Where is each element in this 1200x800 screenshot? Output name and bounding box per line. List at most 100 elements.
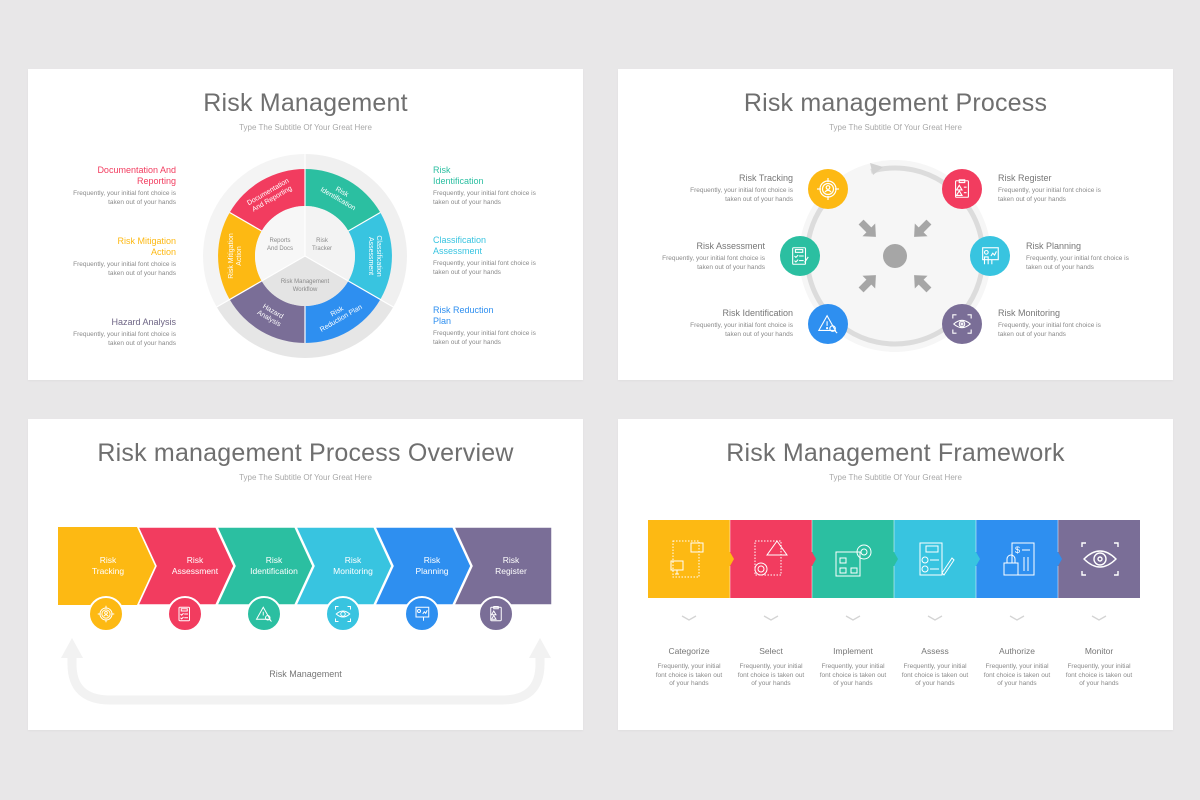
label-desc: Frequently, your initial font choice is: [73, 190, 176, 197]
framework-box-authorize: [976, 520, 1058, 598]
label-desc: taken out of your hands: [998, 330, 1066, 338]
target-person-icon: [97, 605, 115, 623]
label-title: Risk Identification: [722, 308, 793, 318]
framework-label-select: Select: [759, 646, 783, 656]
presentation-board-icon: [982, 247, 999, 265]
chevron-down-icon: [1091, 615, 1107, 621]
label-title: Risk Monitoring: [998, 308, 1061, 318]
chevron-risk-monitoring: [294, 527, 393, 606]
risk-identification-circle[interactable]: [808, 304, 848, 344]
framework-label-assess: Assess: [921, 646, 949, 656]
clipboard-warning-icon: [490, 606, 502, 622]
wheel-center-label: And Docs: [267, 246, 293, 252]
label-risk-tracking: Risk Tracking Frequently, your initial f…: [658, 173, 793, 204]
wheel-segment-label: Classification: [375, 235, 382, 276]
step-icon-risk-register[interactable]: [478, 596, 514, 632]
slide-title: Risk Management: [203, 89, 408, 117]
checklist-icon: [178, 606, 190, 622]
label-title: Reporting: [136, 176, 176, 186]
label-risk-assessment: Risk Assessment Frequently, your initial…: [630, 241, 765, 272]
wheel-segment-label: Assessment: [367, 237, 374, 275]
label-desc: Frequently, your initial font choice is: [433, 260, 536, 267]
chevron-down-icon: [845, 615, 861, 621]
svg-text:$: $: [1015, 545, 1020, 555]
warning-search-icon: [255, 606, 272, 622]
label-desc: taken out of your hands: [998, 195, 1066, 203]
framework-steps-band: $: [648, 520, 1140, 598]
label-risk-monitoring: Risk Monitoring Frequently, your initial…: [998, 308, 1133, 339]
target-person-icon: [817, 178, 839, 200]
chevron-risk-identification: [215, 527, 314, 606]
label-desc: taken out of your hands: [108, 198, 176, 206]
step-icon-risk-monitoring[interactable]: [325, 596, 361, 632]
slide-risk-management-process[interactable]: Risk management Process Type The Subtitl…: [618, 69, 1173, 380]
label-risk-planning: Risk Planning Frequently, your initial f…: [1026, 241, 1161, 272]
label-desc: Frequently, your initial font choice is: [1026, 255, 1129, 262]
label-title: Assessment: [433, 246, 483, 256]
slide-subtitle: Type The Subtitle Of Your Great Here: [239, 123, 372, 132]
risk-monitoring-circle[interactable]: [942, 304, 982, 344]
risk-tracking-circle[interactable]: [808, 169, 848, 209]
loop-arrow-icon: [61, 638, 551, 705]
chevron-process-band: [58, 527, 552, 606]
framework-label-categorize: Categorize: [668, 646, 710, 656]
framework-label-implement: Implement: [833, 646, 873, 656]
step-icon-risk-tracking[interactable]: [88, 596, 124, 632]
blueprint-gear-icon: [835, 544, 872, 577]
risk-planning-circle[interactable]: [970, 236, 1010, 276]
label-risk-register: Risk Register Frequently, your initial f…: [998, 173, 1133, 204]
label-desc: taken out of your hands: [697, 263, 765, 271]
risk-assessment-circle[interactable]: [780, 236, 820, 276]
framework-label-monitor: Monitor: [1084, 646, 1114, 656]
step-icon-risk-identification[interactable]: [246, 596, 282, 632]
down-chevrons: [681, 615, 1107, 621]
slide-process-overview[interactable]: Risk management Process Overview Type Th…: [28, 419, 583, 730]
document-lock-icon: $: [1003, 542, 1035, 576]
monitor-folder-icon: [670, 540, 704, 578]
label-desc: Frequently, your initial font choice is: [998, 322, 1101, 329]
label-risk-identification: Risk Identification Frequently, your ini…: [658, 308, 793, 339]
step-icon-risk-assessment[interactable]: [167, 596, 203, 632]
label-desc: Frequently, your initial font choice is: [433, 190, 536, 197]
loop-label: Risk Management: [269, 669, 342, 679]
label-title: Identification: [433, 176, 484, 186]
label-desc: taken out of your hands: [108, 339, 176, 347]
step-icon-risk-planning[interactable]: [404, 596, 440, 632]
slide-risk-management[interactable]: Risk Management Type The Subtitle Of You…: [28, 69, 583, 380]
label-hazard-analysis: Hazard Analysis Frequently, your initial…: [48, 317, 176, 348]
wheel-segment-label: Risk Mitigation: [228, 233, 235, 279]
center-hub: [883, 244, 907, 268]
label-title: Risk Register: [998, 173, 1052, 183]
label-desc: Frequently, your initial font choice is: [690, 187, 793, 194]
label-title: Risk Mitigation: [117, 236, 176, 246]
eye-scan-icon: [952, 314, 972, 334]
label-desc: taken out of your hands: [1026, 263, 1094, 271]
slide-risk-management-framework[interactable]: Risk Management Framework Type The Subti…: [618, 419, 1173, 730]
warning-search-icon: [817, 314, 838, 334]
risk-register-circle[interactable]: [942, 169, 982, 209]
wheel-center-label: Workflow: [293, 287, 318, 293]
wheel-center-label: Risk: [316, 238, 329, 244]
slide-title: Risk Management Framework: [726, 439, 1065, 467]
slide-subtitle: Type The Subtitle Of Your Great Here: [829, 123, 962, 132]
wheel-segment-label: Action: [236, 246, 243, 266]
label-title: Classification: [433, 235, 487, 245]
label-desc: Frequently, your initial font choice is: [433, 330, 536, 337]
label-title: Hazard Analysis: [111, 317, 176, 327]
label-desc: Frequently, your initial font choice is: [73, 261, 176, 268]
label-desc: taken out of your hands: [108, 269, 176, 277]
framework-box-categorize: [648, 520, 730, 598]
chevron-down-icon: [927, 615, 943, 621]
eye-scan-icon: [1081, 542, 1119, 576]
checklist-pencil-icon: [919, 542, 955, 576]
